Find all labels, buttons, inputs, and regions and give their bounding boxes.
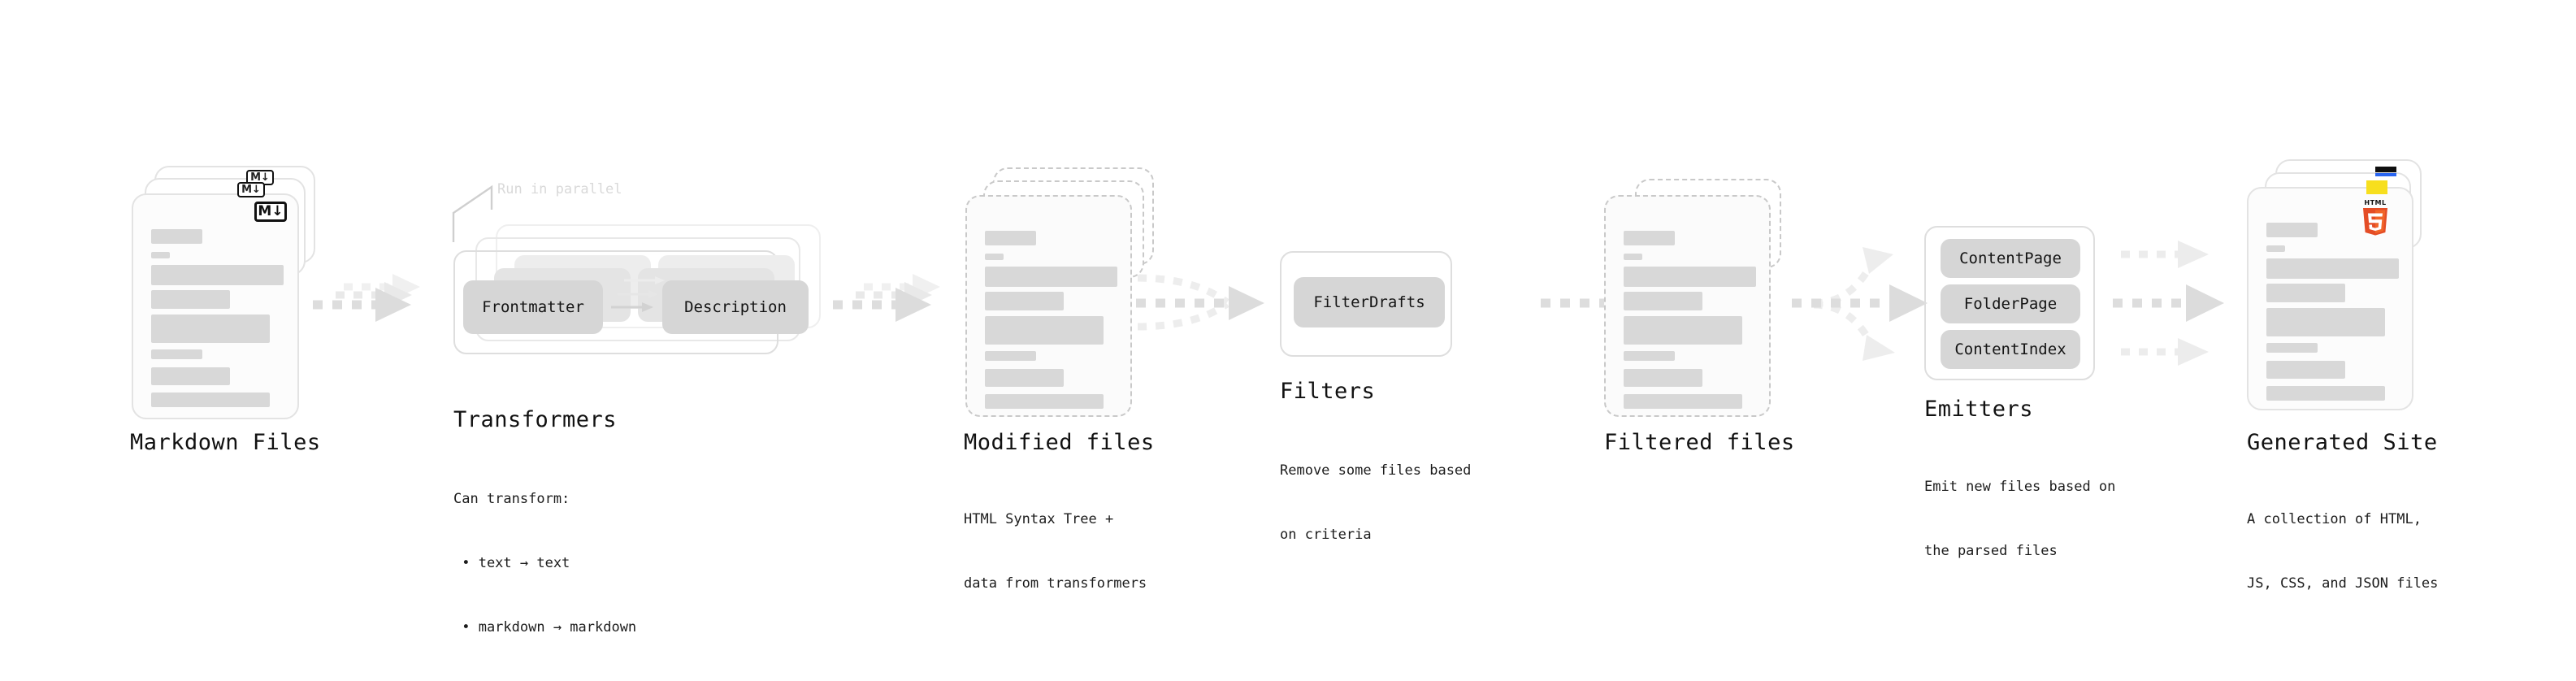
chip-label: Description	[684, 298, 787, 316]
desc-line: Emit new files based on	[1924, 478, 2116, 495]
markdown-badge-mid: M↓	[237, 182, 265, 197]
skeleton-line	[151, 290, 230, 309]
stage-title-filtered-files: Filtered files	[1604, 430, 1795, 455]
html5-logo-icon: HTML	[2361, 199, 2390, 236]
stage-desc-emitters: Emit new files based on the parsed files	[1924, 433, 2115, 605]
skeleton-line	[2266, 343, 2318, 353]
desc-line: • text → text	[453, 554, 570, 571]
arrow-emitters-to-site	[2113, 241, 2224, 366]
skeleton-line	[2266, 386, 2385, 401]
emitter-chip-contentindex[interactable]: ContentIndex	[1941, 330, 2080, 369]
stage-desc-modified-files: HTML Syntax Tree + data from transformer…	[964, 466, 1147, 637]
stage-title-emitters: Emitters	[1924, 397, 2034, 422]
chip-label: ContentPage	[1959, 249, 2062, 267]
skeleton-line	[985, 231, 1036, 245]
transformer-chip-frontmatter[interactable]: Frontmatter	[463, 280, 603, 334]
desc-line: JS, CSS, and JSON files	[2247, 575, 2439, 592]
stage-title-transformers: Transformers	[453, 407, 618, 432]
skeleton-line	[985, 316, 1104, 345]
skeleton-line	[1624, 267, 1756, 287]
skeleton-line	[2266, 258, 2399, 279]
stage-title-generated-site: Generated Site	[2247, 430, 2438, 455]
markdown-card-front	[132, 193, 299, 419]
emitters-box	[1924, 226, 2095, 380]
skeleton-line	[2266, 245, 2285, 252]
desc-line: the parsed files	[1924, 542, 2058, 559]
chip-label: Frontmatter	[482, 298, 584, 316]
desc-line: A collection of HTML,	[2247, 510, 2422, 527]
desc-line: Can transform:	[453, 490, 570, 507]
markdown-badge-front: M↓	[254, 202, 287, 222]
arrow-transformers-to-modified	[833, 274, 940, 322]
modified-card-front	[965, 195, 1132, 417]
html5-wordmark: HTML	[2364, 199, 2387, 206]
desc-line: data from transformers	[964, 575, 1147, 592]
skeleton-line	[985, 267, 1117, 287]
skeleton-line	[2266, 361, 2345, 379]
desc-line: Remove some files based	[1280, 462, 1472, 479]
filters-chip-filterdrafts[interactable]: FilterDrafts	[1294, 277, 1445, 327]
skeleton-line	[1624, 369, 1702, 387]
chip-label: ContentIndex	[1954, 340, 2066, 358]
stage-desc-filters: Remove some files based on criteria	[1280, 417, 1471, 588]
arrow-markdown-to-transformers	[313, 274, 420, 322]
transformer-chip-description[interactable]: Description	[662, 280, 809, 334]
skeleton-line	[151, 367, 230, 385]
skeleton-line	[2266, 284, 2345, 302]
filters-box	[1280, 251, 1452, 357]
desc-line: HTML Syntax Tree +	[964, 510, 1114, 527]
skeleton-line	[985, 292, 1064, 310]
emitter-chip-folderpage[interactable]: FolderPage	[1941, 284, 2080, 323]
markdown-badge-back: M↓	[246, 170, 274, 185]
emitter-chip-contentpage[interactable]: ContentPage	[1941, 239, 2080, 278]
skeleton-line	[2266, 308, 2385, 336]
css-logo-icon	[2375, 167, 2396, 176]
skeleton-line	[1624, 231, 1675, 245]
arrow-modified-to-filters	[1136, 274, 1264, 331]
desc-line: • markdown → markdown	[453, 618, 637, 635]
filtered-card-front	[1604, 195, 1771, 417]
stage-desc-generated-site: A collection of HTML, JS, CSS, and JSON …	[2247, 466, 2438, 637]
skeleton-line	[1624, 351, 1675, 361]
chip-label: FolderPage	[1963, 295, 2058, 313]
skeleton-line	[151, 314, 270, 343]
chip-label: FilterDrafts	[1313, 293, 1425, 311]
arrow-filtered-to-emitters	[1792, 247, 1928, 361]
skeleton-line	[1624, 394, 1742, 409]
skeleton-line	[151, 229, 202, 244]
skeleton-line	[1624, 316, 1742, 345]
skeleton-line	[151, 265, 284, 285]
skeleton-line	[1624, 254, 1642, 260]
stage-title-filters: Filters	[1280, 379, 1376, 404]
run-in-parallel-label: Run in parallel	[497, 181, 622, 197]
desc-line: on criteria	[1280, 526, 1372, 543]
stage-title-markdown-files: Markdown Files	[130, 430, 321, 455]
skeleton-line	[1624, 292, 1702, 310]
skeleton-line	[985, 351, 1036, 361]
skeleton-line	[985, 369, 1064, 387]
skeleton-line	[151, 393, 270, 407]
stage-desc-transformers: Can transform: • text → text • markdown …	[453, 445, 636, 681]
skeleton-line	[985, 394, 1104, 409]
run-in-parallel-bracket	[452, 184, 493, 242]
stage-title-modified-files: Modified files	[964, 430, 1155, 455]
skeleton-line	[2266, 223, 2318, 237]
skeleton-line	[151, 349, 202, 359]
js-logo-icon	[2366, 180, 2387, 194]
skeleton-line	[151, 252, 170, 258]
skeleton-line	[985, 254, 1004, 260]
